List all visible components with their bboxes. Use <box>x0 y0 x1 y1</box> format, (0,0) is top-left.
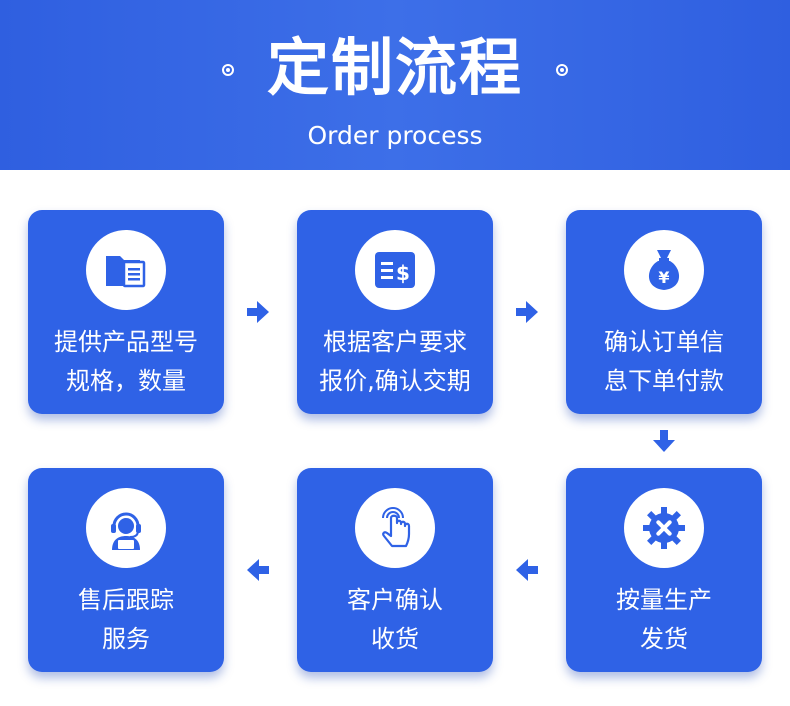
tap-hand-icon <box>382 507 411 548</box>
step-card-2: $ 根据客户要求 报价,确认交期 <box>297 210 493 414</box>
arrow-left-icon <box>516 559 538 581</box>
invoice-dollar-icon: $ <box>375 252 415 288</box>
step-icon-circle: $ <box>355 230 435 310</box>
decorative-dot-left <box>222 64 234 76</box>
step-label-line1: 提供产品型号 <box>54 328 198 356</box>
gear-tools-icon <box>643 507 685 549</box>
step-card-6: 售后跟踪 服务 <box>28 468 224 672</box>
step-card-4: 按量生产 发货 <box>566 468 762 672</box>
step-icon-circle <box>86 488 166 568</box>
folder-document-icon <box>106 256 146 288</box>
step-icon-circle <box>355 488 435 568</box>
svg-text:¥: ¥ <box>658 268 669 287</box>
step-label-line1: 售后跟踪 <box>78 586 174 614</box>
header-banner: 定制流程 Order process <box>0 0 790 170</box>
step-label-line2: 息下单付款 <box>604 367 724 395</box>
step-label-line1: 根据客户要求 <box>323 328 467 356</box>
step-icon-circle <box>624 488 704 568</box>
customer-service-icon <box>111 512 141 550</box>
step-label-line1: 客户确认 <box>347 586 443 614</box>
arrow-down-icon <box>653 430 675 452</box>
step-card-1: 提供产品型号 规格，数量 <box>28 210 224 414</box>
step-label-line2: 收货 <box>371 625 419 653</box>
arrow-right-icon <box>516 301 538 323</box>
step-icon-circle <box>86 230 166 310</box>
step-label-line2: 规格，数量 <box>66 367 186 395</box>
step-label-line2: 服务 <box>102 625 150 653</box>
step-label-line2: 发货 <box>640 625 688 653</box>
page-subtitle: Order process <box>307 121 483 150</box>
step-label-line2: 报价,确认交期 <box>319 367 471 395</box>
step-label-line1: 按量生产 <box>616 586 712 614</box>
step-icon-circle: ¥ <box>624 230 704 310</box>
page-title: 定制流程 <box>266 31 523 104</box>
step-label-line1: 确认订单信 <box>604 328 724 356</box>
money-bag-yen-icon: ¥ <box>648 250 680 290</box>
arrow-left-icon <box>247 559 269 581</box>
step-card-5: 客户确认 收货 <box>297 468 493 672</box>
svg-text:$: $ <box>396 261 410 285</box>
step-card-3: ¥ 确认订单信 息下单付款 <box>566 210 762 414</box>
decorative-dot-right <box>556 64 568 76</box>
arrow-right-icon <box>247 301 269 323</box>
